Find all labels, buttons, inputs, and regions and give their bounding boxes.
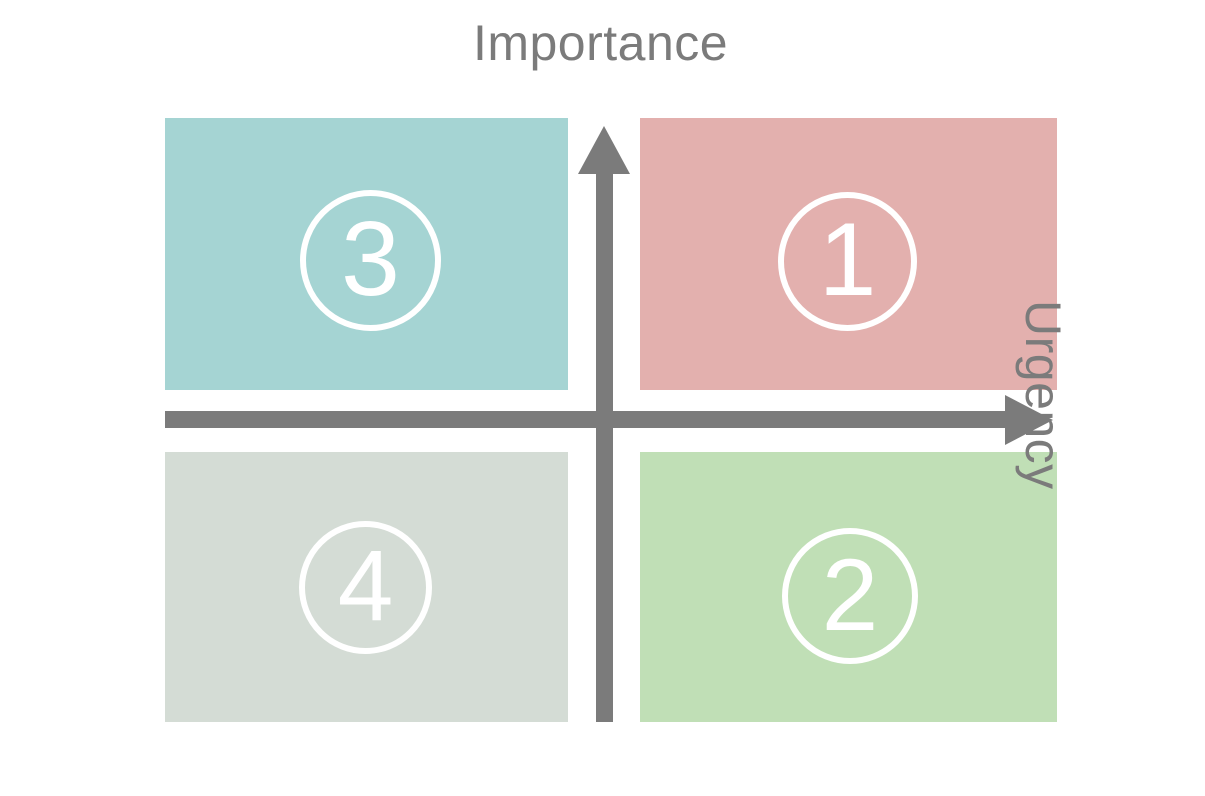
urgency-axis-line — [165, 411, 1007, 428]
urgency-axis-label: Urgency — [1015, 300, 1071, 490]
quadrant-1-number: 1 — [818, 201, 877, 318]
quadrant-2-badge: 2 — [782, 528, 918, 664]
urgency-axis-arrow-icon — [1005, 395, 1053, 445]
importance-axis-arrow-icon — [578, 126, 630, 174]
quadrant-4-badge: 4 — [299, 521, 432, 654]
quadrant-1-badge: 1 — [778, 192, 917, 331]
importance-axis-label: Importance — [472, 15, 729, 71]
quadrant-2-number: 2 — [821, 537, 879, 652]
quadrant-4-number: 4 — [337, 530, 394, 642]
quadrant-3-number: 3 — [341, 199, 400, 318]
quadrant-3-badge: 3 — [300, 190, 441, 331]
importance-axis-line — [596, 170, 613, 722]
